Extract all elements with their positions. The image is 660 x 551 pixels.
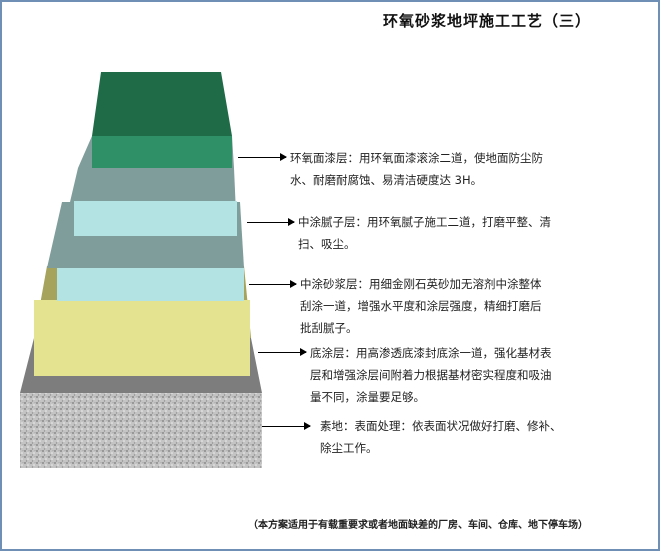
putty-label: 中涂腻子层：	[298, 215, 367, 229]
mortar-line-3: 批刮腻子。	[300, 321, 358, 335]
putty-line-1: 用环氧腻子施工二道，打磨平整、清	[367, 215, 551, 229]
arrow-putty	[247, 218, 295, 226]
primer-label: 底涂层：	[310, 346, 356, 360]
base-layer-front	[20, 393, 262, 468]
mortar-line-1: 用细金刚石英砂加无溶剂中涂整体	[369, 277, 542, 291]
topcoat-line-1: 用环氧面漆滚涂二道，使地面防尘防	[359, 151, 543, 165]
topcoat-line-2: 水、耐磨耐腐蚀、易清洁硬度达 3H。	[290, 173, 483, 187]
primer-line-1: 用高渗透底漆封底涂一道，强化基材表	[356, 346, 552, 360]
base-label: 素地：	[320, 419, 355, 433]
arrow-base	[262, 422, 311, 430]
primer-layer-front	[34, 300, 250, 376]
topcoat-layer-top	[92, 72, 232, 136]
primer-line-2: 层和增强涂层间附着力根据基材密实程度和吸油	[310, 368, 552, 382]
putty-description: 中涂腻子层：用环氧腻子施工二道，打磨平整、清 扫、吸尘。	[298, 211, 598, 255]
base-line-1: 表面处理：依表面状况做好打磨、修补、	[354, 419, 562, 433]
mortar-layer-front	[57, 268, 244, 301]
mortar-line-2: 刮涂一道，增强水平度和涂层强度，精细打磨后	[300, 299, 542, 313]
diagram-title: 环氧砂浆地坪施工工艺（三）	[383, 12, 592, 30]
topcoat-layer-front	[92, 136, 232, 168]
putty-layer-front	[74, 201, 237, 236]
topcoat-label: 环氧面漆层：	[290, 151, 359, 165]
base-line-2: 除尘工作。	[320, 441, 378, 455]
base-description: 素地：表面处理：依表面状况做好打磨、修补、 除尘工作。	[320, 415, 620, 459]
mortar-label: 中涂砂浆层：	[300, 277, 369, 291]
primer-description: 底涂层：用高渗透底漆封底涂一道，强化基材表 层和增强涂层间附着力根据基材密实程度…	[310, 342, 610, 408]
putty-line-2: 扫、吸尘。	[298, 237, 356, 251]
arrow-primer	[258, 348, 307, 356]
primer-line-3: 量不同，涂量要足够。	[310, 390, 425, 404]
arrow-mortar	[249, 280, 297, 288]
topcoat-description: 环氧面漆层：用环氧面漆滚涂二道，使地面防尘防 水、耐磨耐腐蚀、易清洁硬度达 3H…	[290, 147, 590, 191]
mortar-description: 中涂砂浆层：用细金刚石英砂加无溶剂中涂整体 刮涂一道，增强水平度和涂层强度，精细…	[300, 273, 600, 339]
arrow-topcoat	[238, 153, 287, 161]
footnote: （本方案适用于有载重要求或者地面缺差的厂房、车间、仓库、地下停车场）	[248, 520, 588, 531]
